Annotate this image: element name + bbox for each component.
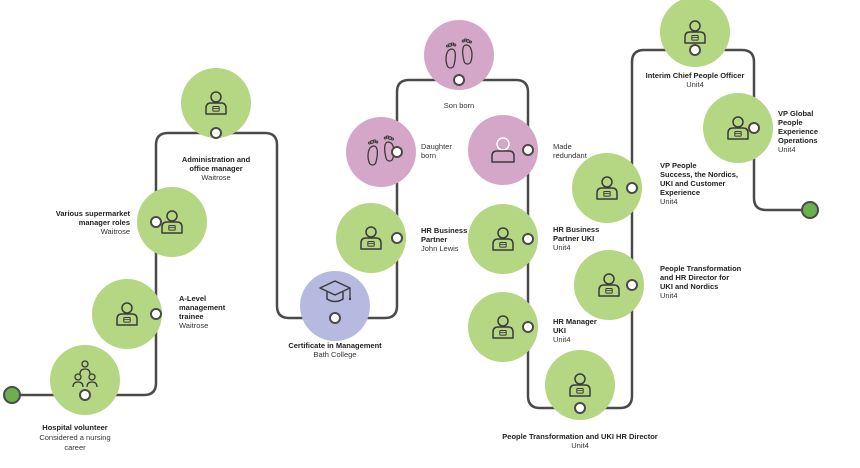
timeline-marker (522, 321, 534, 333)
milestone-redundant (468, 115, 538, 185)
timeline-marker (391, 146, 403, 158)
milestone-detail: Waitrose (179, 321, 208, 330)
milestone-hrbp-uki (468, 204, 538, 274)
milestone-detail: Unit4 (778, 145, 796, 154)
milestone-pt-nordics (574, 250, 644, 320)
milestone-title: A-Level (179, 294, 206, 303)
milestone-title: HR Business (553, 225, 599, 234)
milestone-supermarket (137, 187, 207, 257)
milestone-detail: Made (553, 142, 572, 151)
milestone-title: VP People (660, 161, 697, 170)
milestone-nodes (50, 0, 773, 420)
timeline-marker (522, 233, 534, 245)
milestone-title: Certificate in Management (288, 341, 382, 350)
milestone-title: HR Manager (553, 317, 597, 326)
milestone-title: Administration and (182, 155, 251, 164)
timeline-marker (626, 279, 638, 291)
life-bubble (424, 20, 494, 90)
milestone-title: UKI (553, 326, 566, 335)
milestone-vp-global (703, 93, 773, 163)
education-bubble (300, 271, 370, 341)
milestone-title: UKI and Customer (660, 179, 726, 188)
timeline-marker (453, 74, 465, 86)
milestone-hospital (50, 345, 120, 415)
milestone-certificate (300, 271, 370, 341)
milestone-title: People Transformation and UKI HR Directo… (502, 432, 658, 441)
milestone-title: VP Global (778, 109, 813, 118)
timeline-marker (150, 216, 162, 228)
life-bubble (346, 117, 416, 187)
milestone-detail: Unit4 (553, 243, 571, 252)
timeline-marker (79, 389, 91, 401)
milestone-title: Hospital volunteer (42, 423, 108, 432)
milestone-title: and HR Director for (660, 273, 729, 282)
milestone-title: Partner (421, 235, 447, 244)
milestone-title: People Transformation (660, 264, 742, 273)
milestone-detail: Daughter (421, 142, 452, 151)
timeline-start-dot (3, 386, 21, 404)
timeline-marker (329, 312, 341, 324)
milestone-alevel (92, 279, 162, 349)
milestone-pt-uki (545, 350, 615, 420)
timeline-path (12, 48, 810, 410)
milestone-title: trainee (179, 312, 204, 321)
milestone-detail: Bath College (314, 350, 357, 359)
milestone-detail: redundant (553, 151, 588, 160)
milestone-detail: Unit4 (660, 291, 678, 300)
milestone-title: Partner UKI (553, 234, 594, 243)
milestone-detail: Unit4 (686, 80, 704, 89)
milestone-title: Various supermarket (56, 209, 131, 218)
milestone-title: office manager (189, 164, 242, 173)
milestone-detail: John Lewis (421, 244, 459, 253)
milestone-vp-success (572, 153, 642, 223)
timeline-marker (210, 127, 222, 139)
timeline-marker (626, 182, 638, 194)
milestone-title: Experience (778, 127, 818, 136)
milestone-detail: Considered a nursing (39, 433, 110, 442)
milestone-detail: Unit4 (660, 197, 678, 206)
timeline-marker (522, 144, 534, 156)
milestone-detail: career (64, 443, 86, 452)
timeline-marker (391, 232, 403, 244)
milestone-daughter (346, 117, 416, 187)
timeline-marker (748, 122, 760, 134)
milestone-hrbp-jl (336, 203, 406, 273)
milestone-title: Interim Chief People Officer (646, 71, 745, 80)
timeline-marker (150, 308, 162, 320)
milestone-title: Operations (778, 136, 818, 145)
milestone-title: HR Business (421, 226, 467, 235)
milestone-title: UKI and Nordics (660, 282, 718, 291)
timeline-end-dot (801, 201, 819, 219)
milestone-detail: Unit4 (571, 441, 589, 450)
milestone-title: Success, the Nordics, (660, 170, 738, 179)
milestone-title: Experience (660, 188, 700, 197)
milestone-son (424, 20, 494, 90)
milestone-detail: Unit4 (553, 335, 571, 344)
milestone-title: management (179, 303, 226, 312)
milestone-title: People (778, 118, 803, 127)
milestone-title: manager roles (79, 218, 130, 227)
milestone-detail: Waitrose (101, 227, 130, 236)
milestone-detail: born (421, 151, 436, 160)
milestone-admin (181, 68, 251, 139)
milestone-detail: Waitrose (201, 173, 230, 182)
timeline-marker (689, 44, 701, 56)
milestone-hrm-uki (468, 292, 538, 362)
career-bubble (50, 345, 120, 415)
milestone-interim-cpo (660, 0, 730, 67)
milestone-detail: Son born (444, 101, 474, 110)
career-bubble (660, 0, 730, 67)
timeline-marker (574, 402, 586, 414)
